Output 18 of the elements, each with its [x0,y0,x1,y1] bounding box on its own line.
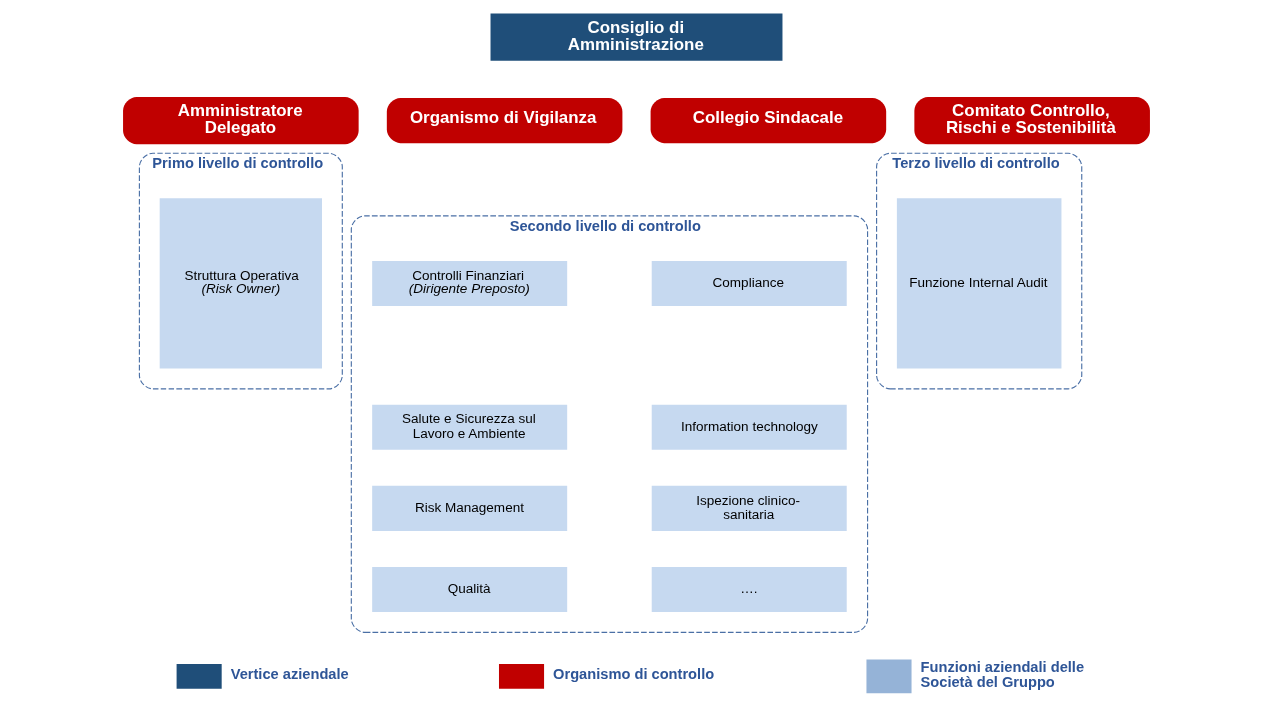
node-box: Consiglio di Amministrazione [490,13,782,61]
node-box: Compliance [651,260,847,306]
node-box: Controlli Finanziari (Dirigente Preposto) [371,260,567,306]
node-box: Risk Management [371,485,567,531]
node-box: Salute e Sicurezza sul Lavoro e Ambiente [371,404,567,450]
node-box: Comitato Controllo, Rischi e Sostenibilità [913,96,1150,144]
legend-label: Funzioni aziendali delle Società del Gruppo [920,658,1084,690]
node-box: Collegio Sindacale [650,97,886,143]
node-box: Qualità [371,566,567,612]
node-box: Information technology [651,404,847,450]
node-box: Struttura Operativa (Risk Owner) [159,197,322,369]
node-box: Ispezione clinico-sanitaria [651,485,847,531]
node-box: Funzione Internal Audit [896,197,1061,369]
node-box: Organismo di Vigilanza [386,97,622,143]
legend-label: Vertice aziendale [230,665,349,682]
legend-label: Organismo di controllo [552,665,714,682]
node-box: Amministratore Delegato [122,96,359,144]
node-box: …. [651,566,847,612]
